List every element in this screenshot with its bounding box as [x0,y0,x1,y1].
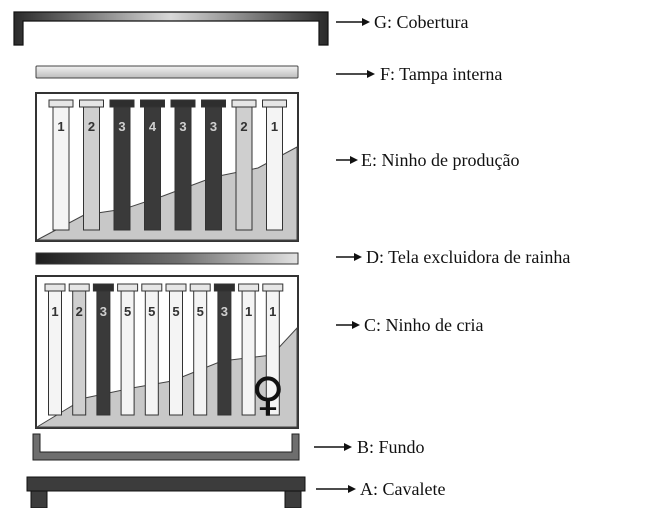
production-frame-number: 3 [210,119,217,134]
brood-frame-6: 5 [165,283,187,416]
brood-frame-9: 1 [238,283,260,416]
brood-frame-number: 1 [269,304,276,319]
brood-frame-1: 1 [44,283,66,416]
label-f: F: Tampa interna [380,64,502,84]
production-frame-7: 2 [231,99,257,231]
brood-frame-number: 1 [245,304,252,319]
production-frame-6: 3 [201,99,226,231]
queen-symbol: ♀ [251,367,285,421]
brood-frame-2: 2 [68,283,90,416]
brood-frame-number: 5 [124,304,131,319]
inner-cover-f [35,65,299,79]
queen-excluder-d [35,252,299,265]
production-frame-3: 3 [109,99,135,231]
label-b: B: Fundo [357,437,425,457]
production-frame-1: 1 [48,99,74,231]
brood-frame-10: 1 [262,283,284,416]
production-frame-number: 1 [271,119,278,134]
stand-a [26,476,306,508]
brood-frame-4: 5 [117,283,139,416]
production-frame-number: 2 [240,119,247,134]
label-g: G: Cobertura [374,12,468,32]
bottom-board-b [32,433,300,461]
brood-box-c: 1 2 3 5 5 5 5 3 1 1 ♀ [35,275,299,429]
label-c: C: Ninho de cria [364,315,483,335]
brood-frame-3: 3 [92,283,114,416]
brood-frame-number: 1 [51,304,58,319]
brood-frame-number: 5 [197,304,204,319]
brood-frame-number: 3 [221,304,228,319]
brood-frame-8: 3 [213,283,235,416]
production-frame-2: 2 [79,99,104,231]
brood-frame-number: 5 [148,304,155,319]
label-e: E: Ninho de produção [361,150,519,170]
label-a: A: Cavalete [360,479,445,499]
arrows [314,18,375,493]
brood-frame-5: 5 [141,283,163,416]
production-super-e: 1 2 3 4 3 3 2 1 [35,92,299,242]
production-frame-number: 3 [179,119,186,134]
production-frame-5: 3 [170,99,196,231]
brood-frame-number: 2 [76,304,83,319]
production-frame-4: 4 [140,99,165,231]
production-frame-8: 1 [262,99,287,231]
brood-frame-number: 3 [100,304,107,319]
production-frame-number: 4 [149,119,157,134]
label-d: D: Tela excluidora de rainha [366,247,570,267]
production-frame-number: 3 [118,119,125,134]
brood-frame-number: 5 [172,304,179,319]
production-frame-number: 2 [88,119,95,134]
brood-frame-7: 5 [189,283,211,416]
cover-g [13,11,329,46]
production-frame-number: 1 [57,119,64,134]
